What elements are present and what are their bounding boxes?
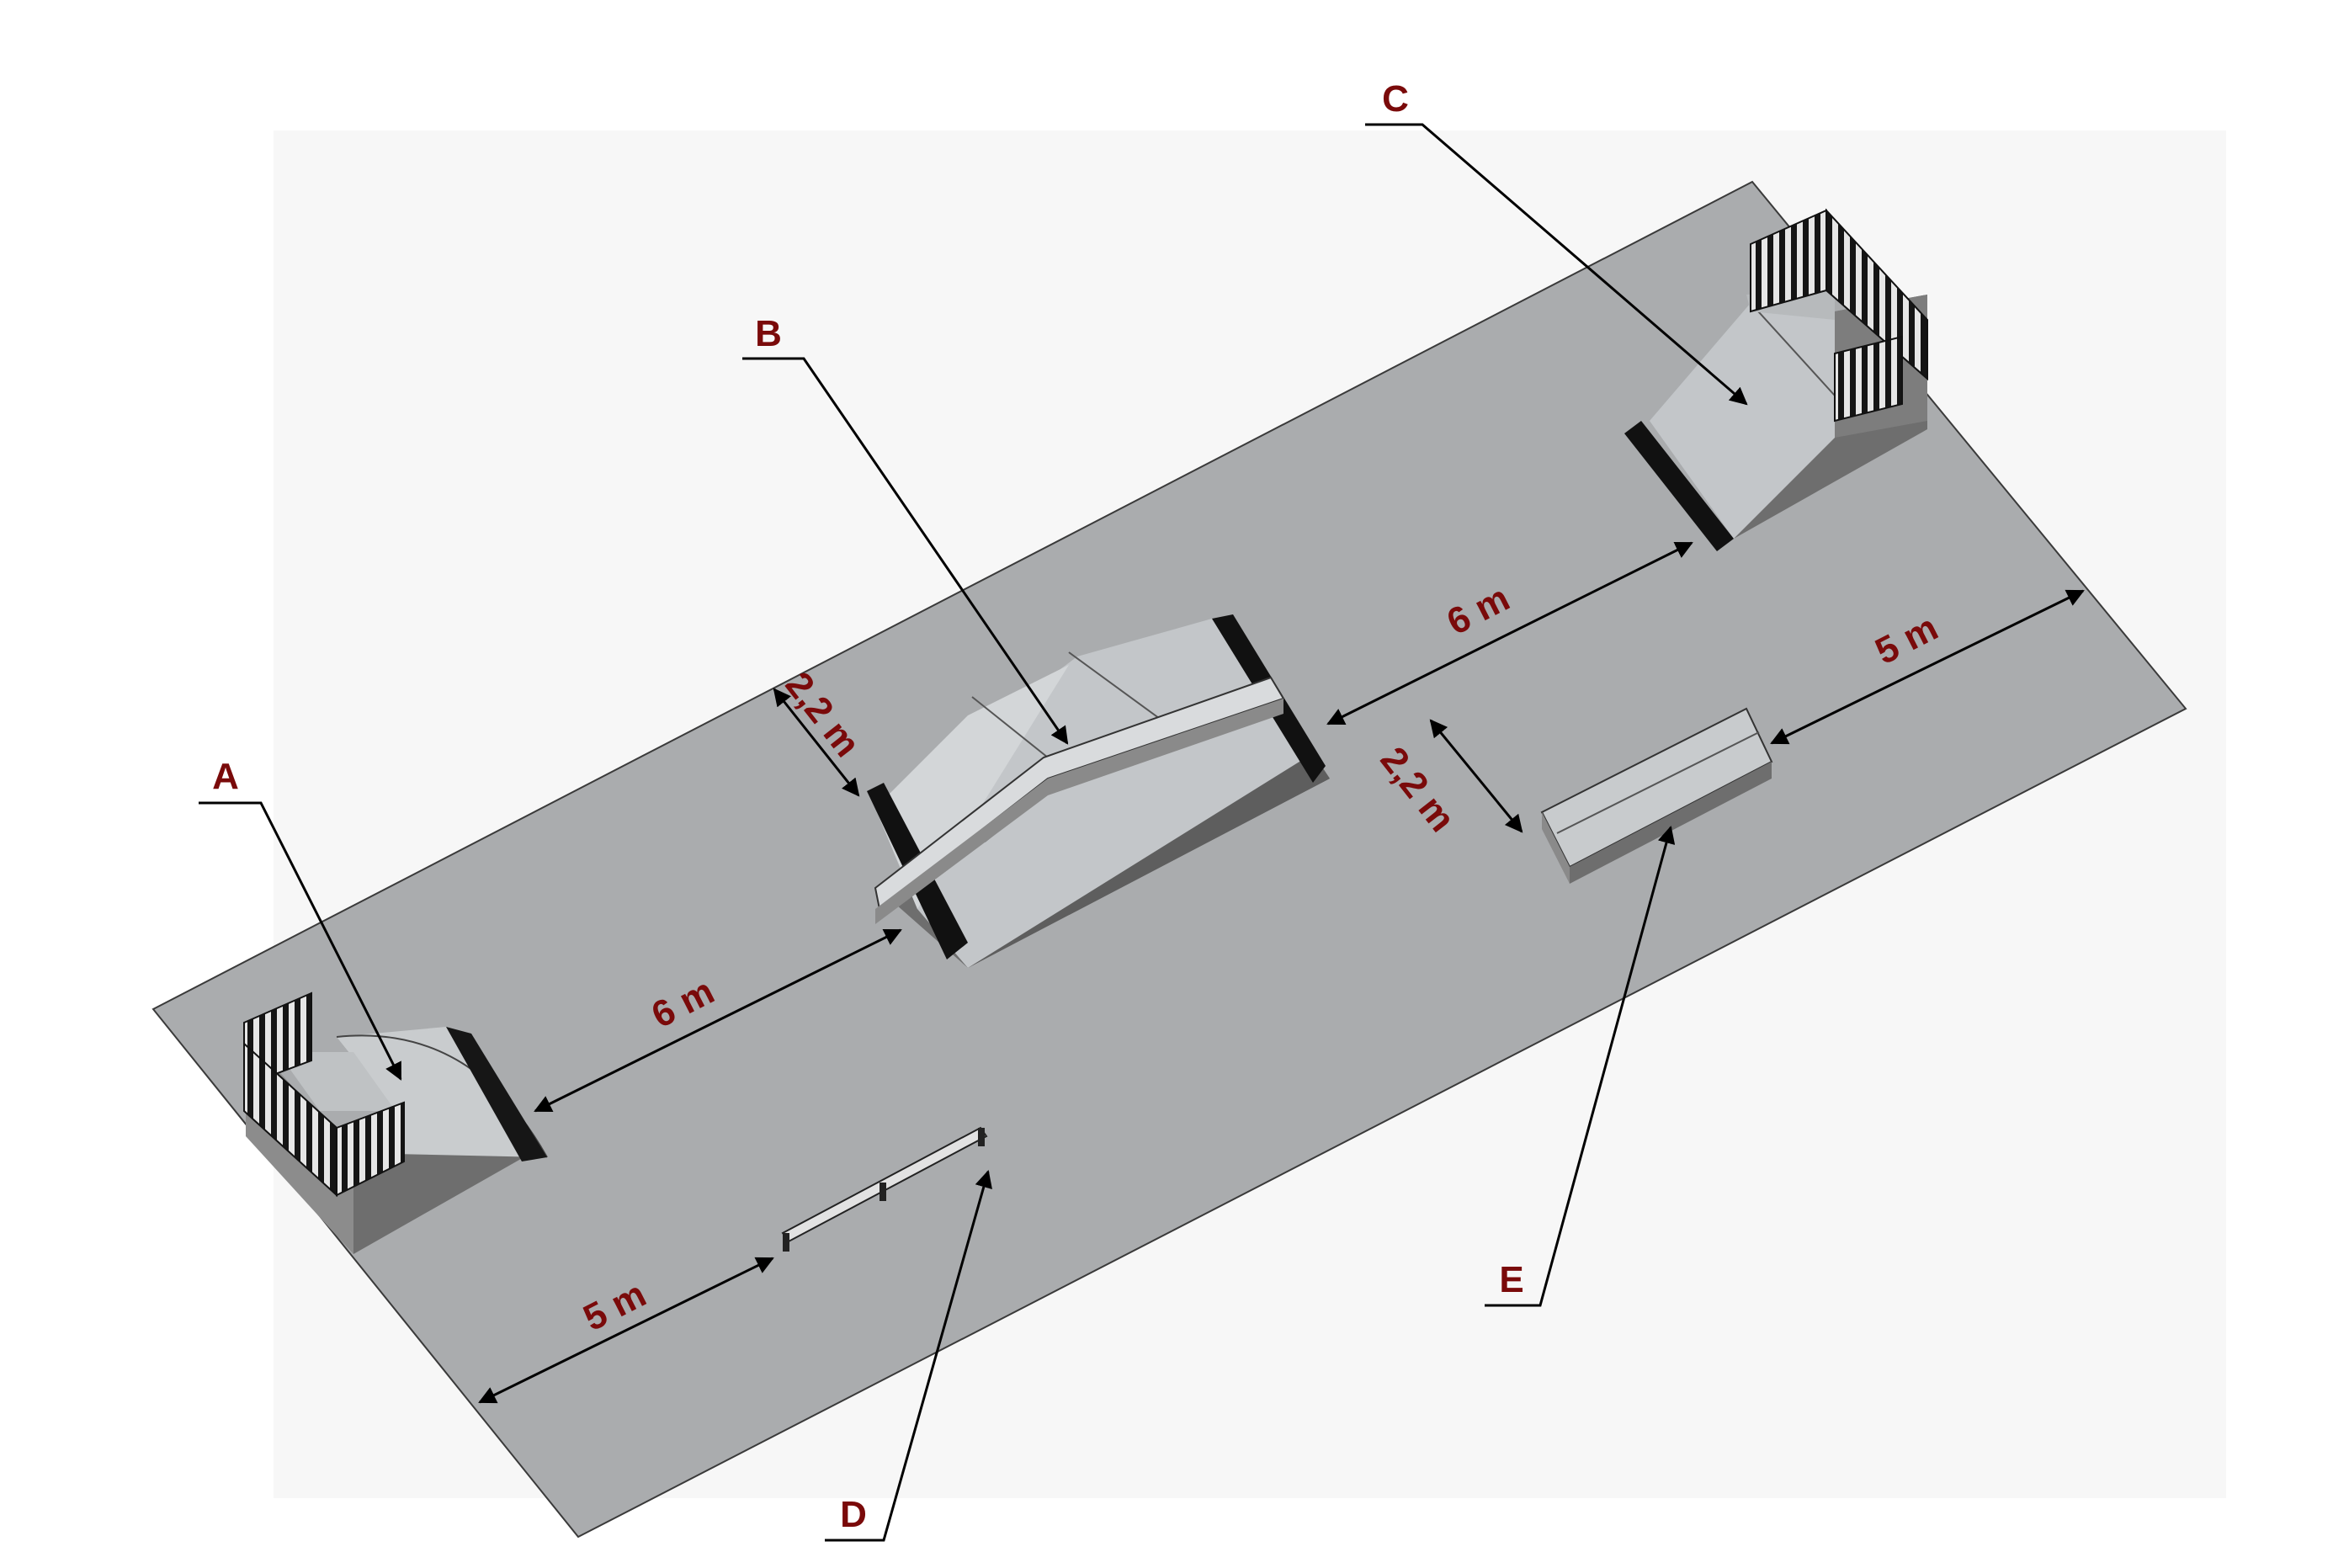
leader-lines [199, 123, 1748, 1542]
ramp-c-quarter-pipe [1624, 208, 1928, 551]
label-b: B [755, 313, 782, 354]
grind-rail-d [781, 1126, 988, 1252]
funbox-b [867, 614, 1330, 968]
label-d: D [840, 1494, 867, 1535]
label-c: C [1382, 78, 1409, 120]
ramp-a-quarter-pipe [243, 991, 548, 1254]
ledge-e [1540, 707, 1773, 884]
label-e: E [1499, 1259, 1523, 1300]
label-a: A [212, 756, 239, 797]
dimension-lines [478, 541, 2085, 1404]
